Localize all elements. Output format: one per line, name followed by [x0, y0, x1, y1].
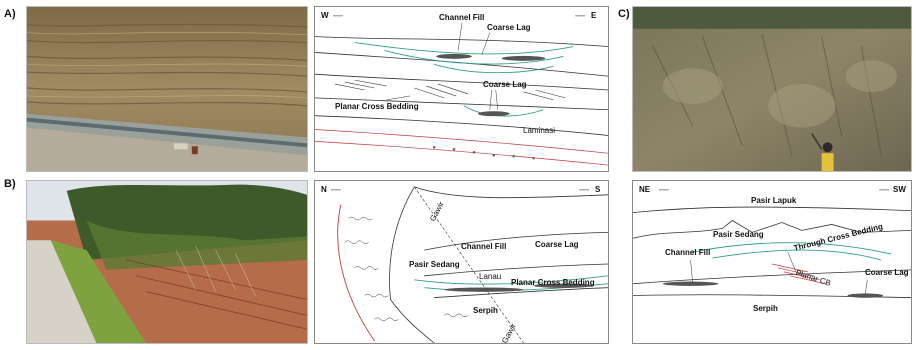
sketch-c-lines	[633, 181, 911, 343]
east-label: E	[591, 12, 596, 20]
channel-fill-label: Channel Fill	[439, 14, 484, 22]
outcrop-photo-a	[27, 7, 307, 171]
north-label: N	[321, 186, 327, 194]
panel-b-sketch: N S Gawir Gawir Channel Fill Coarse Lag …	[314, 180, 609, 344]
pasir-lapuk-label: Pasir Lapuk	[751, 197, 796, 205]
sketch-b-lines	[315, 181, 608, 343]
channel-fill-label-b: Channel Fill	[461, 243, 506, 251]
coarse-lag-label-b: Coarse Lag	[535, 241, 579, 249]
serpih-label-b: Serpih	[473, 307, 498, 315]
outcrop-photo-c	[633, 7, 911, 171]
serpih-label-c: Serpih	[753, 305, 778, 313]
outcrop-photo-b	[27, 181, 307, 343]
pasir-sedang-label-b: Pasir Sedang	[409, 261, 460, 269]
panel-b-photo	[26, 180, 308, 344]
laminasi-label: Laminasi	[523, 127, 555, 135]
coarse-lag-label-c: Coarse Lag	[865, 269, 909, 277]
coarse-lag-top-label: Coarse Lag	[487, 24, 531, 32]
panel-c-sketch: NE SW Pasir Lapuk Pasir Sedang Through C…	[632, 180, 912, 344]
pasir-sedang-label-c: Pasir Sedang	[713, 231, 764, 239]
panel-c-letter: C)	[618, 8, 630, 20]
panel-b-letter: B)	[4, 178, 16, 190]
panel-a-photo	[26, 6, 308, 172]
panel-a-sketch: W E Channel Fill Coarse Lag Coarse Lag P…	[314, 6, 609, 172]
south-label: S	[595, 186, 600, 194]
panel-a-letter: A)	[4, 8, 16, 20]
panel-c-photo	[632, 6, 912, 172]
coarse-lag-mid-label: Coarse Lag	[483, 81, 527, 89]
channel-fill-label-c: Channel Fill	[665, 249, 710, 257]
northeast-label: NE	[639, 186, 650, 194]
west-label: W	[321, 12, 329, 20]
lanau-label: Lanau	[479, 273, 501, 281]
sketch-a-lines	[315, 7, 608, 171]
planar-cross-bedding-label: Planar Cross Bedding	[335, 103, 419, 111]
southwest-label: SW	[893, 186, 906, 194]
planar-cross-bedding-label-b: Planar Cross Bedding	[511, 279, 595, 287]
